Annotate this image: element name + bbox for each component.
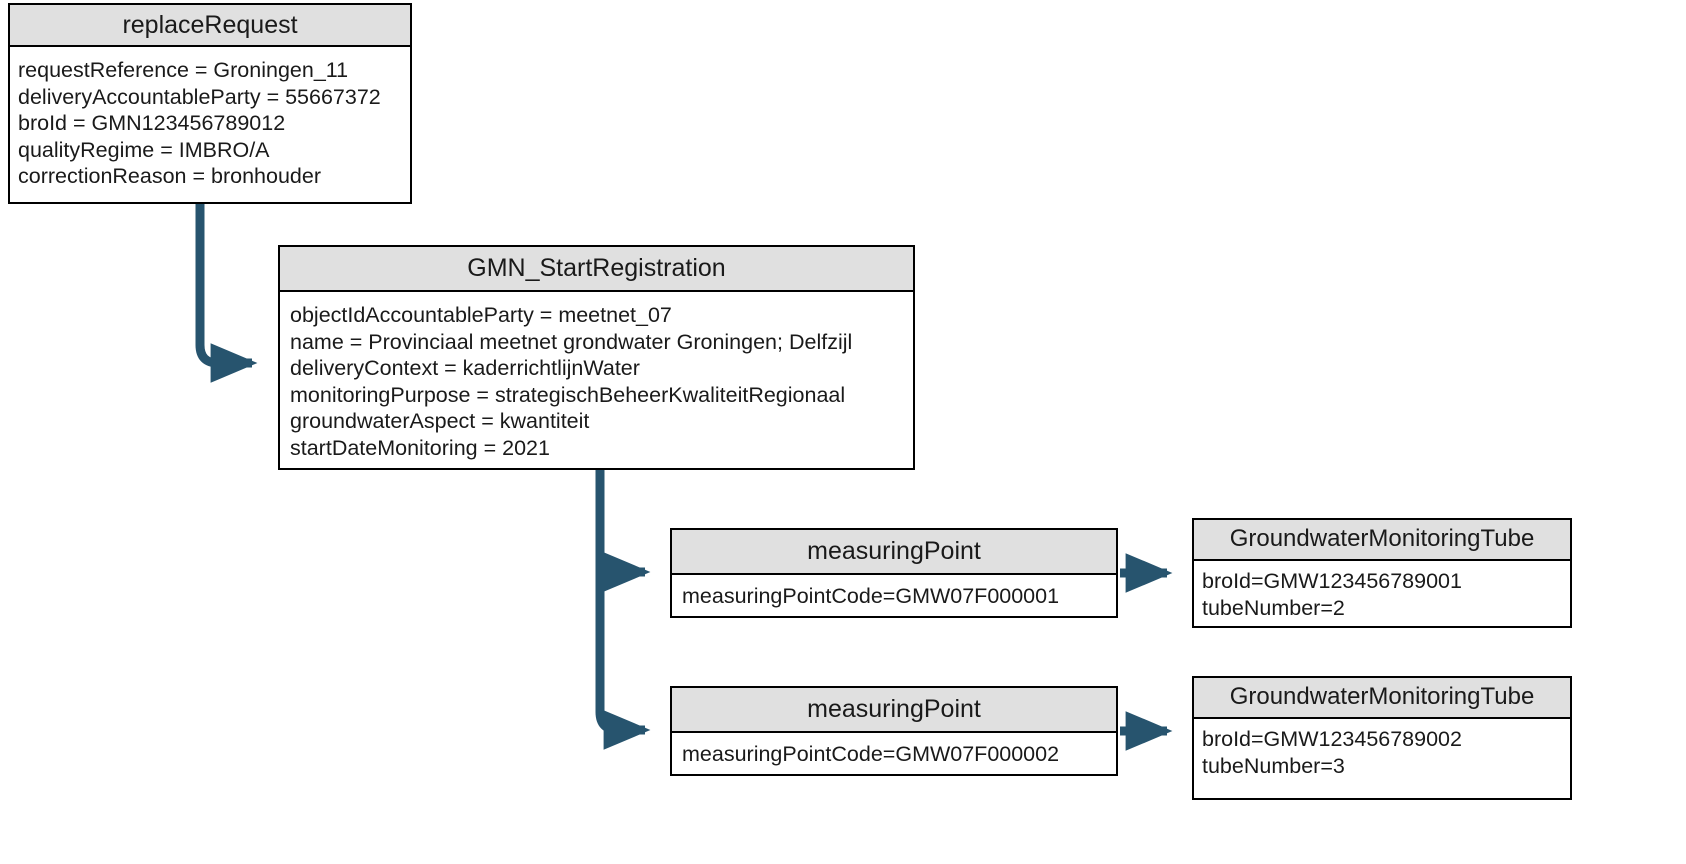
attribute-row: groundwaterAspect = kwantiteit [290,409,590,433]
attribute-row: requestReference = Groningen_11 [18,58,349,82]
connector-gmn-to-measuring-point-1 [595,470,651,592]
box-measuring-point-2[interactable]: measuringPoint measuringPointCode=GMW07F… [670,686,1118,776]
box-groundwater-monitoring-tube-1-attributes: broId=GMW123456789001 tubeNumber=2 [1194,561,1570,621]
attribute-row: name = Provinciaal meetnet grondwater Gr… [290,329,853,354]
attribute-row: correctionReason = bronhouder [18,164,321,188]
box-replace-request[interactable]: replaceRequest requestReference = Gronin… [8,3,412,204]
box-replace-request-attributes: requestReference = Groningen_11 delivery… [10,47,410,190]
attribute-row: deliveryContext = kaderrichtlijnWater [290,356,640,380]
attribute-row: startDateMonitoring = 2021 [290,435,550,460]
attribute-row: measuringPointCode=GMW07F000001 [682,584,1060,608]
attribute-row: tubeNumber=3 [1202,753,1345,778]
box-measuring-point-2-attributes: measuringPointCode=GMW07F000002 [672,733,1116,768]
box-measuring-point-2-title: measuringPoint [672,688,1116,733]
attribute-row: broId = GMN123456789012 [18,111,286,135]
connector-gmn-to-measuring-point-2 [595,470,651,750]
attribute-row: deliveryAccountableParty = 55667372 [18,84,381,109]
attribute-row: objectIdAccountableParty = meetnet_07 [290,303,672,327]
box-replace-request-title: replaceRequest [10,5,410,47]
box-gmn-start-registration-attributes: objectIdAccountableParty = meetnet_07 na… [280,292,913,461]
box-groundwater-monitoring-tube-2-title: GroundwaterMonitoringTube [1194,678,1570,719]
attribute-row: qualityRegime = IMBRO/A [18,137,270,162]
box-gmn-start-registration-title: GMN_StartRegistration [280,247,913,292]
attribute-row: tubeNumber=2 [1202,595,1345,620]
box-gmn-start-registration[interactable]: GMN_StartRegistration objectIdAccountabl… [278,245,915,470]
connector-replace-request-to-gmn [195,204,258,383]
attribute-row: broId=GMW123456789001 [1202,569,1462,593]
box-groundwater-monitoring-tube-1[interactable]: GroundwaterMonitoringTube broId=GMW12345… [1192,518,1572,628]
box-groundwater-monitoring-tube-2-attributes: broId=GMW123456789002 tubeNumber=3 [1194,719,1570,779]
box-measuring-point-1-title: measuringPoint [672,530,1116,575]
box-groundwater-monitoring-tube-2[interactable]: GroundwaterMonitoringTube broId=GMW12345… [1192,676,1572,800]
box-measuring-point-1-attributes: measuringPointCode=GMW07F000001 [672,575,1116,610]
attribute-row: monitoringPurpose = strategischBeheerKwa… [290,382,846,407]
attribute-row: broId=GMW123456789002 [1202,727,1462,751]
attribute-row: measuringPointCode=GMW07F000002 [682,742,1060,766]
box-measuring-point-1[interactable]: measuringPoint measuringPointCode=GMW07F… [670,528,1118,618]
box-groundwater-monitoring-tube-1-title: GroundwaterMonitoringTube [1194,520,1570,561]
